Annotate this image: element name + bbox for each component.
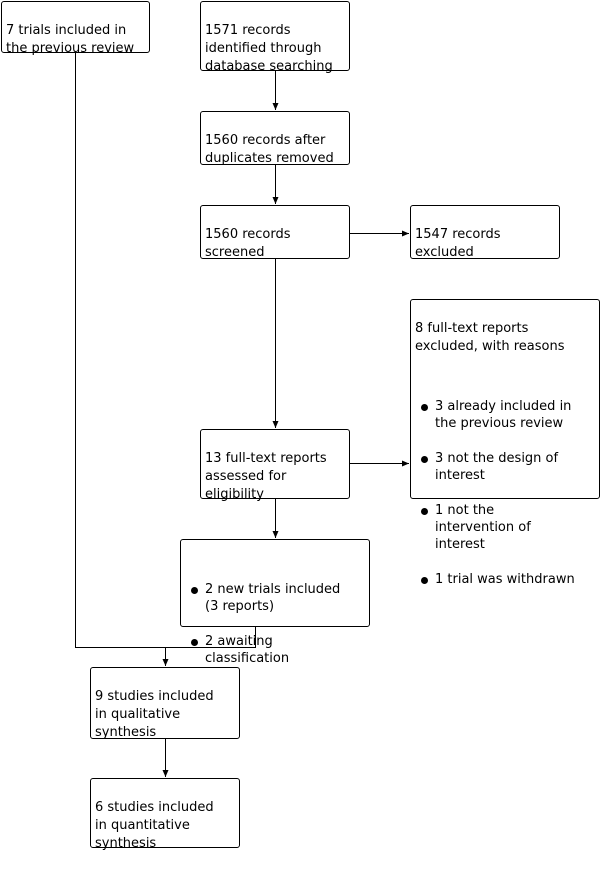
previous-review-text: 7 trials included in the previous review <box>6 23 135 56</box>
exclusion-reason: 1 trial was withdrawn <box>415 571 595 588</box>
qualitative-text: 9 studies included in qualitative synthe… <box>95 689 214 740</box>
excluded-box: 1547 records excluded <box>410 205 560 260</box>
exclusion-reasons-list: 3 already included in the previous revie… <box>415 380 595 606</box>
qualitative-box: 9 studies included in qualitative synthe… <box>90 667 240 740</box>
after-duplicates-text: 1560 records after duplicates removed <box>205 133 334 166</box>
connector-lines <box>75 53 409 777</box>
exclusion-reason: 3 not the design of interest <box>415 450 595 484</box>
exclusion-reason: 1 not the intervention of interest <box>415 502 595 553</box>
assessed-text: 13 full-text reports assessed for eligib… <box>205 451 327 502</box>
screened-box: 1560 records screened <box>200 205 350 260</box>
new-trials-item: 2 new trials included (3 reports) <box>185 581 365 615</box>
identified-text: 1571 records identified through database… <box>205 23 333 74</box>
quantitative-text: 6 studies included in quantitative synth… <box>95 800 214 851</box>
assessed-box: 13 full-text reports assessed for eligib… <box>200 429 350 502</box>
quantitative-box: 6 studies included in quantitative synth… <box>90 778 240 851</box>
new-trials-list: 2 new trials included (3 reports) 2 awai… <box>185 563 365 685</box>
excluded-text: 1547 records excluded <box>415 227 501 260</box>
exclusion-reason: 3 already included in the previous revie… <box>415 398 595 432</box>
screened-text: 1560 records screened <box>205 227 291 260</box>
new-trials-item: 2 awaiting classification <box>185 633 365 667</box>
previous-review-box: 7 trials included in the previous review <box>1 1 150 56</box>
new-trials-box: 2 new trials included (3 reports) 2 awai… <box>180 539 370 666</box>
after-duplicates-box: 1560 records after duplicates removed <box>200 111 350 166</box>
fulltext-excluded-box: 8 full-text reports excluded, with reaso… <box>410 299 600 587</box>
fulltext-excluded-title: 8 full-text reports excluded, with reaso… <box>415 321 565 354</box>
identified-box: 1571 records identified through database… <box>200 1 350 74</box>
